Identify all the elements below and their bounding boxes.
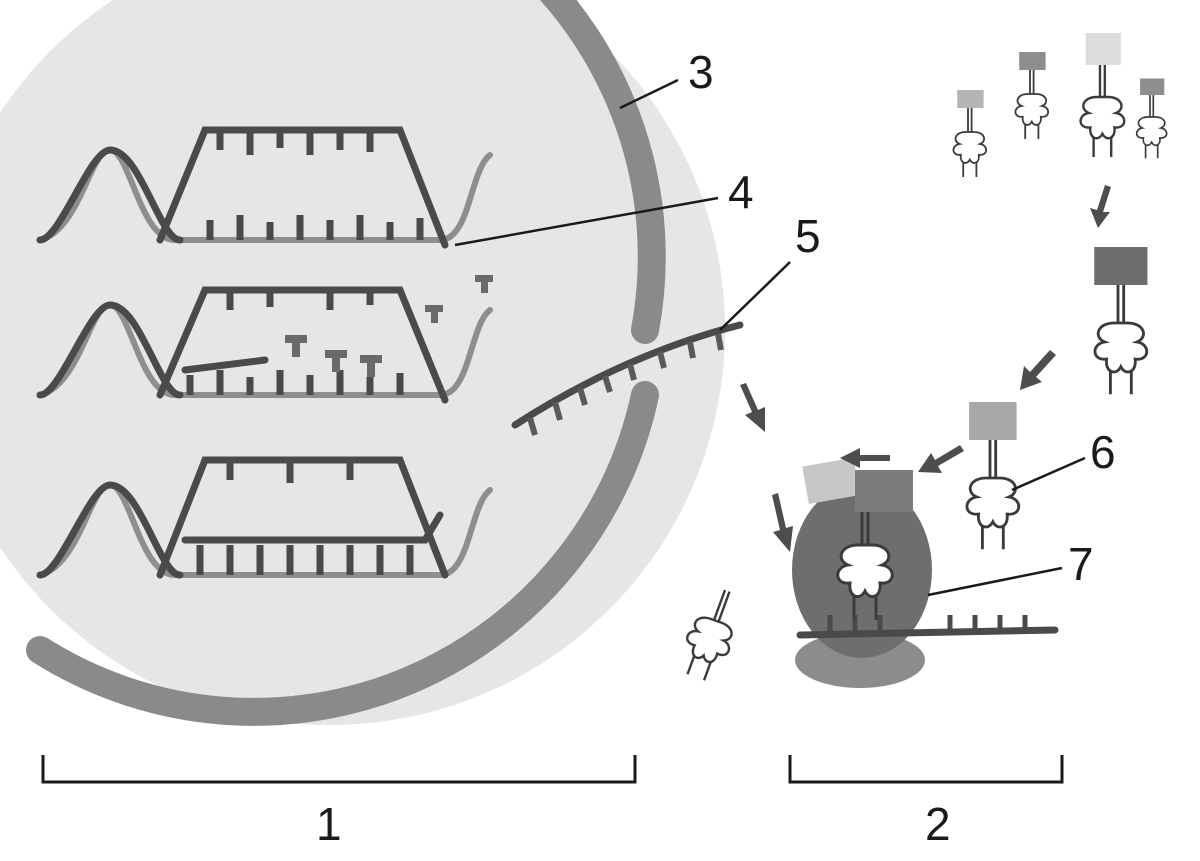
nuclear-envelope <box>26 0 666 726</box>
bracket-transcription <box>41 755 637 784</box>
trna-free-1 <box>952 90 988 178</box>
amino-acid-2 <box>855 470 913 512</box>
trna-free-2 <box>1014 52 1050 140</box>
dna-row-2 <box>36 275 493 404</box>
arrow-icon <box>840 448 890 468</box>
label-stage-transcription: 1 <box>316 798 342 850</box>
arrow-icon <box>1020 350 1056 390</box>
trna-released <box>674 582 749 686</box>
dna-row-3 <box>36 456 493 579</box>
ribosome <box>792 457 1059 688</box>
amino-acid-1 <box>802 457 861 505</box>
trna-charged-1 <box>1093 247 1149 396</box>
arrow-icon <box>918 445 964 473</box>
trna-free-3 <box>1079 33 1126 159</box>
label-stage-translation: 2 <box>925 798 951 850</box>
leader-lines <box>454 78 1086 597</box>
flow-arrows <box>740 185 1111 552</box>
dna-row-1 <box>36 126 493 249</box>
trna-charged-2 <box>965 402 1021 551</box>
trna-free-4 <box>1135 78 1168 160</box>
arrow-icon <box>1090 185 1111 228</box>
mrna-strand <box>511 321 744 436</box>
label-nuclear-envelope: 3 <box>688 46 714 98</box>
arrow-icon <box>772 493 793 552</box>
bracket-translation <box>788 755 1064 784</box>
trna-pool <box>674 33 1168 686</box>
arrow-icon <box>740 383 765 432</box>
label-ribosome: 7 <box>1068 538 1094 590</box>
label-mrna: 5 <box>795 210 821 262</box>
label-dna: 4 <box>728 166 754 218</box>
label-trna: 6 <box>1090 426 1116 478</box>
